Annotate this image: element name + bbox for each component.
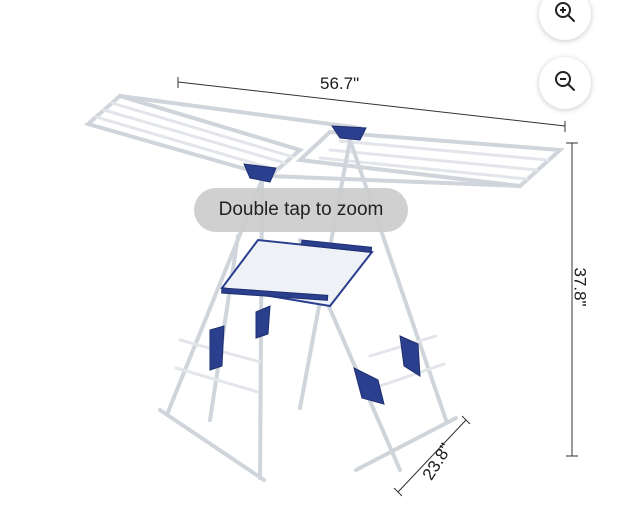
dimension-height-label: 37.8"	[570, 267, 590, 307]
zoom-out-button[interactable]	[539, 57, 591, 109]
rack-clips	[209, 125, 421, 405]
height-dimension-line	[566, 142, 578, 457]
zoom-in-button[interactable]	[539, 0, 591, 40]
zoom-out-icon	[554, 70, 576, 97]
dimension-width-label: 56.7"	[320, 74, 360, 93]
rack-shelf	[220, 238, 374, 308]
depth-dimension-line	[393, 415, 471, 497]
double-tap-zoom-tooltip: Double tap to zoom	[194, 188, 408, 232]
width-dimension-line	[177, 77, 566, 132]
zoom-in-icon	[554, 1, 576, 28]
